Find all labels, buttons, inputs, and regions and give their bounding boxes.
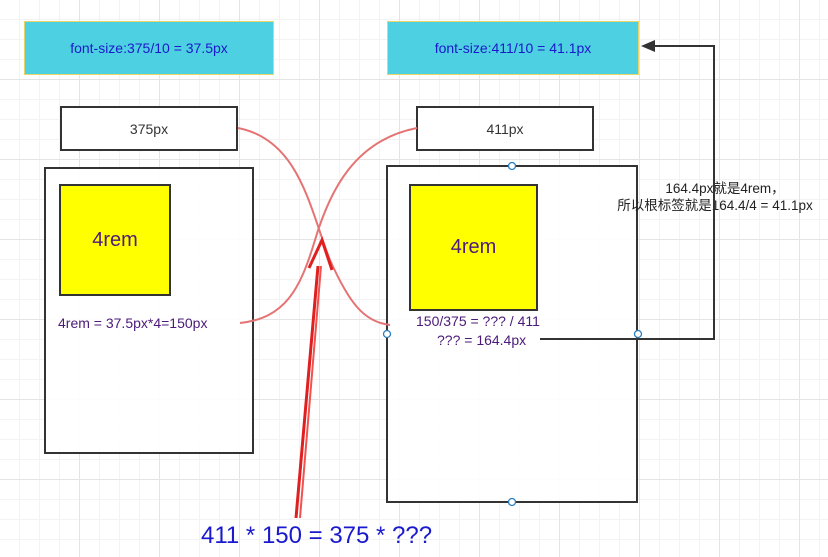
left-calc-text: 4rem = 37.5px*4=150px (58, 315, 208, 331)
right-4rem-label: 4rem (450, 236, 497, 258)
left-4rem-box: 4rem (59, 184, 171, 296)
right-font-size-box: font-size:411/10 = 41.1px (387, 21, 639, 75)
black-arrowhead (641, 40, 655, 52)
right-ratio-line-1: 150/375 = ??? / 411 (416, 313, 540, 329)
right-width-box: 411px (416, 106, 594, 151)
right-width-label: 411px (486, 120, 524, 137)
bottom-equation: 411 * 150 = 375 * ??? (201, 522, 433, 549)
left-width-box: 375px (60, 106, 238, 151)
right-4rem-box: 4rem (409, 184, 538, 311)
right-ratio-line-2: ??? = 164.4px (437, 332, 527, 348)
curve-411-to-left (239, 127, 418, 324)
handle-right (633, 329, 643, 339)
left-4rem-label: 4rem (92, 228, 138, 251)
left-font-size-box: font-size:375/10 = 37.5px (24, 21, 274, 75)
right-note-line-1: 164.4px就是4rem， (665, 181, 785, 196)
handle-top (507, 161, 517, 171)
handle-bottom (507, 497, 517, 507)
left-font-size-label: font-size:375/10 = 37.5px (70, 40, 228, 56)
left-width-label: 375px (129, 120, 169, 137)
handle-left (382, 329, 392, 339)
black-connector (540, 45, 715, 340)
red-arrow-shaft (294, 265, 320, 519)
red-arrow-shaft-inner (299, 265, 322, 519)
right-font-size-label: font-size:411/10 = 41.1px (434, 40, 592, 56)
red-arrowhead (307, 235, 334, 271)
